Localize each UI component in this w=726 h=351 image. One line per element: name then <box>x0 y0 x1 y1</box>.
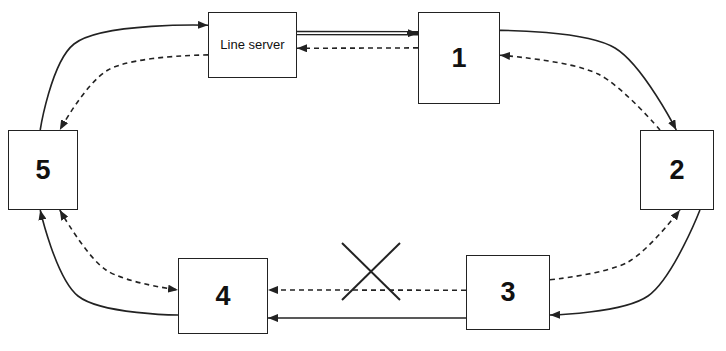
data-path-arrow <box>40 210 178 315</box>
data-path-arrow <box>268 317 466 319</box>
data-path-arrow <box>40 25 208 130</box>
data-path-arrow <box>550 210 700 315</box>
box-label: 3 <box>500 277 515 308</box>
process-box: 2 <box>640 130 714 210</box>
process-box: 3 <box>466 255 550 330</box>
process-box: 1 <box>418 12 500 104</box>
double-line-core <box>297 32 407 34</box>
break-cross-line <box>342 243 400 300</box>
return-path-arrow <box>268 289 466 291</box>
process-box: 4 <box>178 258 268 334</box>
data-path-arrow <box>297 31 418 36</box>
box-label: 5 <box>35 155 50 186</box>
process-box: 5 <box>8 130 78 210</box>
break-cross <box>342 243 400 300</box>
box-label: 1 <box>451 43 466 74</box>
return-path-arrow <box>297 47 418 49</box>
data-path-arrow <box>500 30 676 130</box>
return-path-arrow <box>60 55 208 130</box>
return-path-arrow <box>550 210 680 280</box>
return-path-arrow <box>60 210 178 290</box>
box-label: Line server <box>214 38 290 53</box>
box-label: 2 <box>669 155 684 186</box>
break-cross-line <box>342 243 400 300</box>
return-path-arrow <box>500 55 660 130</box>
box-label: 4 <box>215 281 230 312</box>
process-box: Line server <box>208 12 297 78</box>
